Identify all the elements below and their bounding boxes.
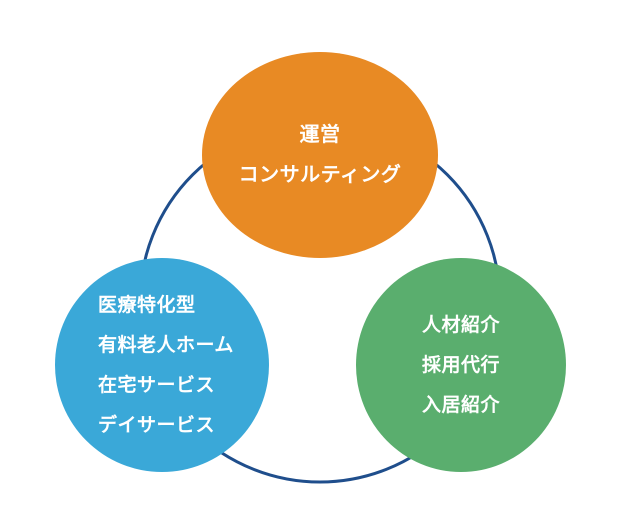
node-right-line-3: 入居紹介 [421,394,500,416]
node-left-line-4: デイサービス [98,414,216,436]
node-left-line-1: 医療特化型 [98,294,196,316]
node-top-line-1: 運営 [299,122,341,146]
node-top-line-2: コンサルティング [238,162,402,186]
node-left-line-3: 在宅サービス [98,374,216,396]
node-operations-consulting: 運営 コンサルティング [202,52,438,258]
node-right-line-1: 人材紹介 [421,314,500,336]
node-staffing-services: 人材紹介 採用代行 入居紹介 [356,258,566,472]
node-left-line-2: 有料老人ホーム [98,334,234,356]
node-right-line-2: 採用代行 [421,354,500,376]
node-care-services: 医療特化型 有料老人ホーム 在宅サービス デイサービス [55,258,269,472]
